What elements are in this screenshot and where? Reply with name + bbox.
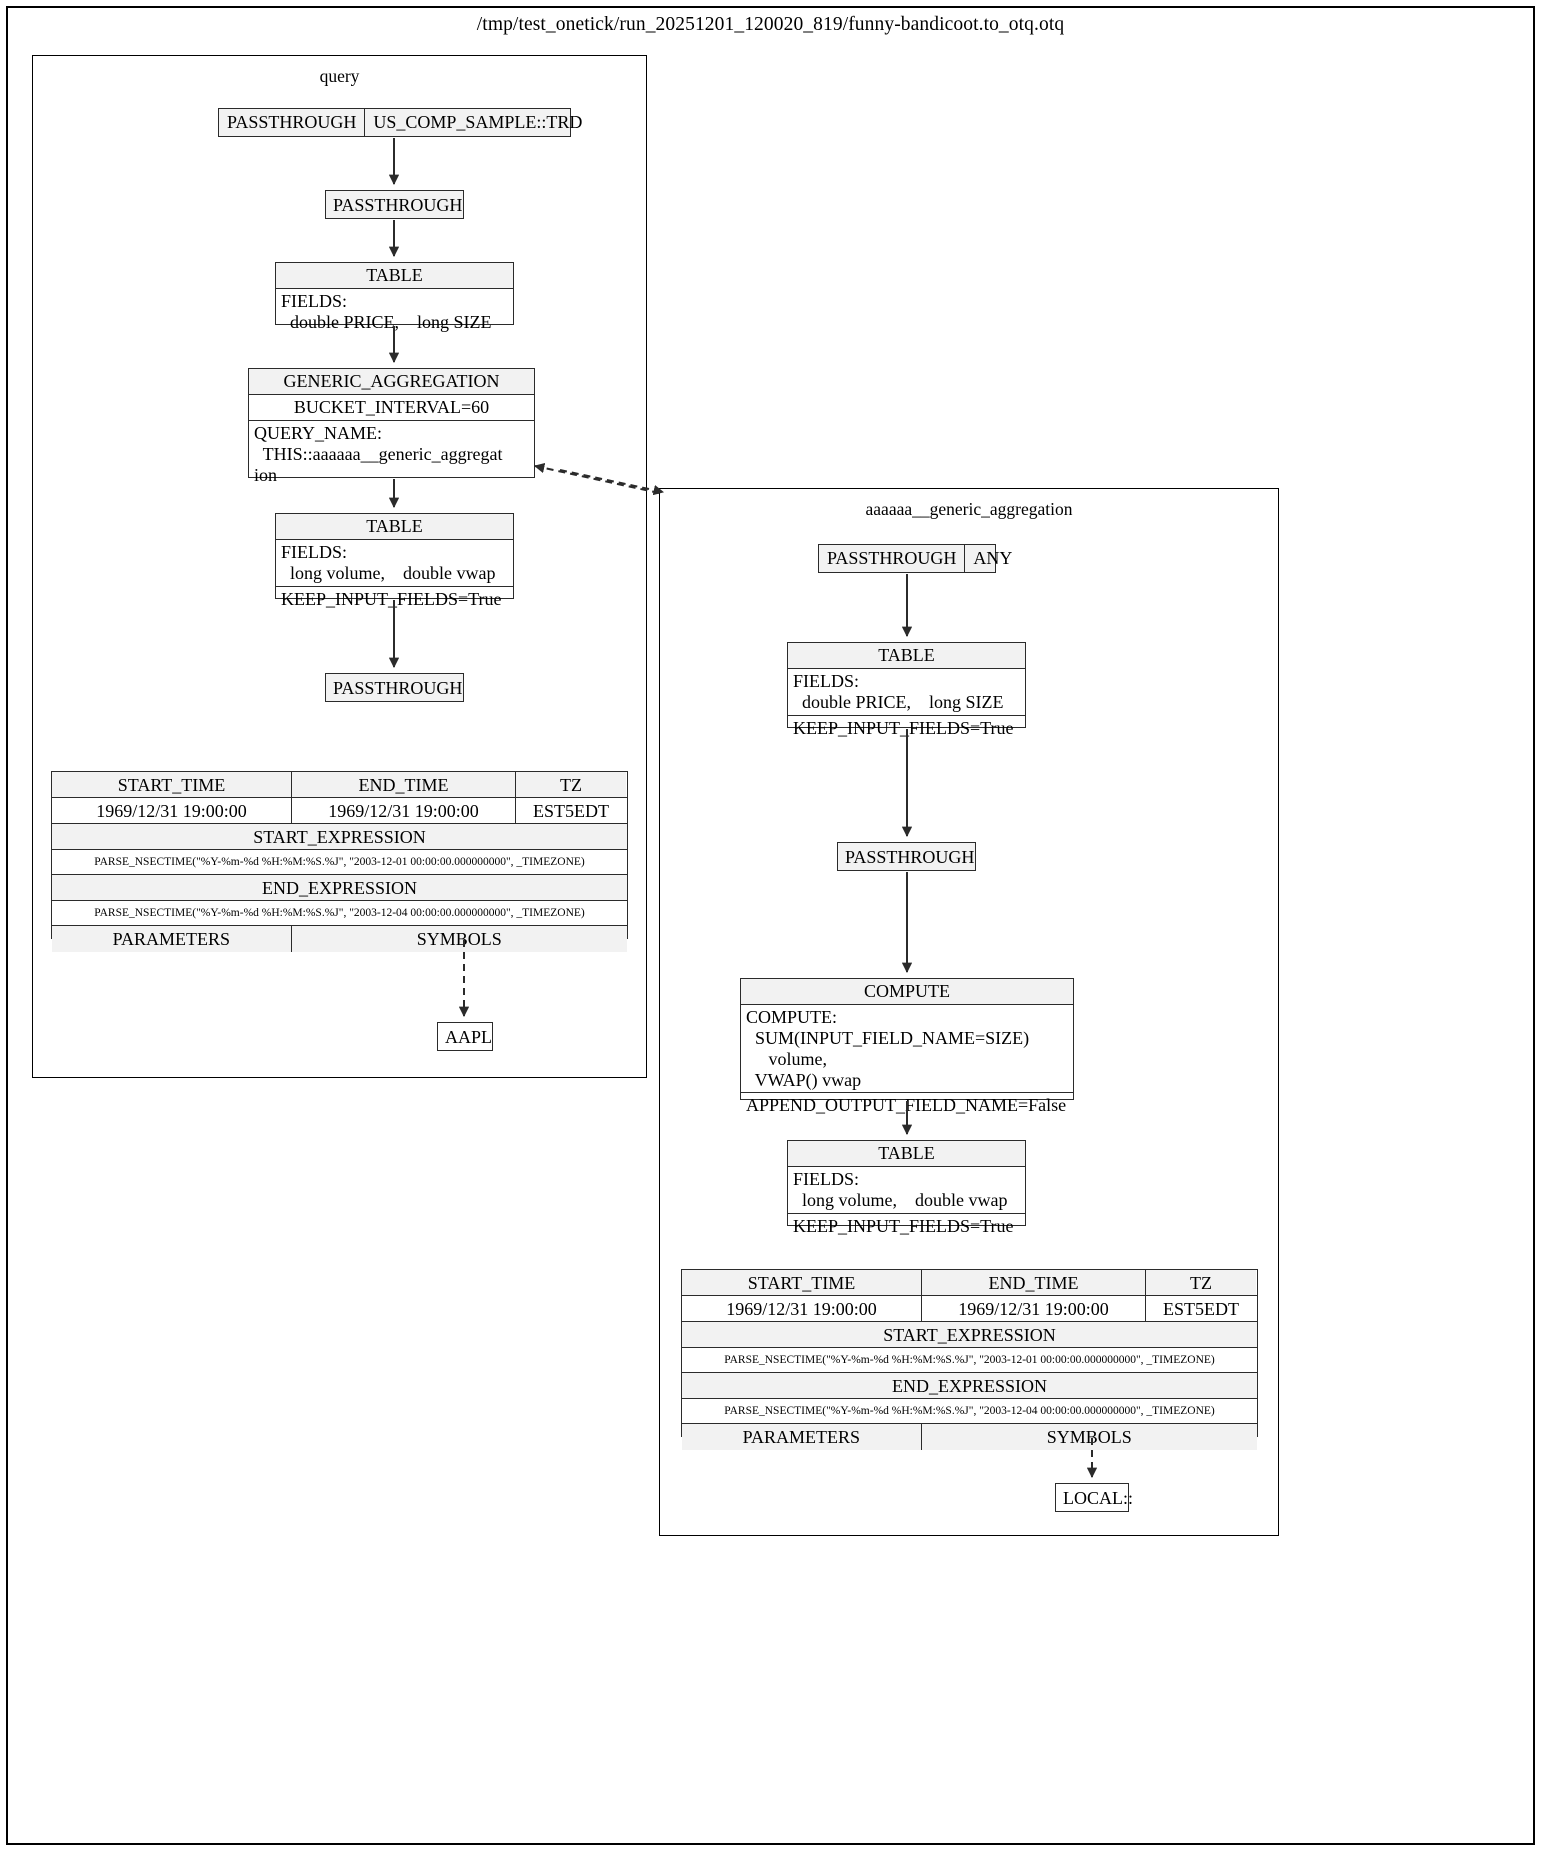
query-time-header-row: START_TIME END_TIME TZ [52,772,627,798]
aggregation-table-2-header: TABLE [788,1141,1025,1167]
aggregation-table-1-keep: KEEP_INPUT_FIELDS=True [793,717,1014,738]
query-table-2[interactable]: TABLE FIELDS: long volume, double vwap K… [275,513,514,609]
query-end-time-value: 1969/12/31 19:00:00 [292,798,516,823]
query-start-time-header: START_TIME [52,772,292,797]
query-source-node[interactable]: PASSTHROUGH US_COMP_SAMPLE::TRD [218,108,582,137]
aggregation-end-time-header: END_TIME [922,1270,1146,1295]
cluster-aggregation-label: aaaaaa__generic_aggregation [865,499,1073,519]
aggregation-tz-value: EST5EDT [1146,1296,1256,1321]
aggregation-table-1-fields: FIELDS: double PRICE, long SIZE [788,668,1025,716]
query-generic-aggregation-query-name: QUERY_NAME: THIS::aaaaaa__generic_aggreg… [254,422,503,485]
aggregation-time-value-row: 1969/12/31 19:00:00 1969/12/31 19:00:00 … [682,1296,1257,1322]
query-symbol-aapl[interactable]: AAPL [437,1022,493,1051]
aggregation-end-expression-label-row: END_EXPRESSION [682,1373,1257,1399]
query-passthrough-2[interactable]: PASSTHROUGH [325,673,464,702]
aggregation-time-header-row: START_TIME END_TIME TZ [682,1270,1257,1296]
aggregation-start-expression-label-row: START_EXPRESSION [682,1322,1257,1348]
query-tz-header: TZ [516,772,626,797]
aggregation-start-expression-value: PARSE_NSECTIME("%Y-%m-%d %H:%M:%S.%J", "… [682,1348,1257,1372]
aggregation-source-db: ANY [973,548,1013,568]
query-start-expression-row: PARSE_NSECTIME("%Y-%m-%d %H:%M:%S.%J", "… [52,850,627,875]
query-end-expression-row: PARSE_NSECTIME("%Y-%m-%d %H:%M:%S.%J", "… [52,901,627,926]
aggregation-source-op: PASSTHROUGH [819,545,966,572]
query-time-value-row: 1969/12/31 19:00:00 1969/12/31 19:00:00 … [52,798,627,824]
aggregation-start-time-value: 1969/12/31 19:00:00 [682,1296,922,1321]
query-generic-aggregation-bucket: BUCKET_INTERVAL=60 [249,394,534,421]
query-source-op: PASSTHROUGH [219,109,366,136]
query-table-1-header: TABLE [276,263,513,289]
aggregation-symbols-label: SYMBOLS [921,1424,1257,1450]
query-start-expression-value: PARSE_NSECTIME("%Y-%m-%d %H:%M:%S.%J", "… [52,850,627,874]
query-end-expression-value: PARSE_NSECTIME("%Y-%m-%d %H:%M:%S.%J", "… [52,901,627,925]
aggregation-table-2-fields: FIELDS: long volume, double vwap [788,1166,1025,1214]
query-end-expression-label-row: END_EXPRESSION [52,875,627,901]
query-end-time-header: END_TIME [292,772,516,797]
query-table-1-fields: FIELDS: double PRICE, long SIZE [281,290,492,332]
query-end-expression-label: END_EXPRESSION [52,875,627,900]
query-table-2-keep: KEEP_INPUT_FIELDS=True [281,588,502,609]
aggregation-passthrough-1[interactable]: PASSTHROUGH [837,842,976,871]
aggregation-start-expression-label: START_EXPRESSION [682,1322,1257,1347]
query-start-time-value: 1969/12/31 19:00:00 [52,798,292,823]
page-border [6,6,1535,1845]
query-time-table: START_TIME END_TIME TZ 1969/12/31 19:00:… [51,771,628,952]
aggregation-compute-append: APPEND_OUTPUT_FIELD_NAME=False [746,1095,1067,1116]
aggregation-time-table: START_TIME END_TIME TZ 1969/12/31 19:00:… [681,1269,1258,1450]
query-symbols-label: SYMBOLS [291,926,627,952]
aggregation-compute[interactable]: COMPUTE COMPUTE: SUM(INPUT_FIELD_NAME=SI… [740,978,1074,1115]
aggregation-start-time-header: START_TIME [682,1270,922,1295]
aggregation-table-1-header: TABLE [788,643,1025,669]
aggregation-table-2-keep: KEEP_INPUT_FIELDS=True [793,1215,1014,1236]
query-start-expression-label: START_EXPRESSION [52,824,627,849]
query-table-2-fields: FIELDS: long volume, double vwap [276,539,513,587]
aggregation-table-1[interactable]: TABLE FIELDS: double PRICE, long SIZE KE… [787,642,1026,738]
aggregation-end-time-value: 1969/12/31 19:00:00 [922,1296,1146,1321]
cluster-query-label: query [319,66,360,86]
aggregation-params-symbols-row: PARAMETERS SYMBOLS [682,1424,1257,1450]
aggregation-end-expression-row: PARSE_NSECTIME("%Y-%m-%d %H:%M:%S.%J", "… [682,1399,1257,1424]
aggregation-tz-header: TZ [1146,1270,1256,1295]
diagram-title: /tmp/test_onetick/run_20251201_120020_81… [476,14,1065,35]
query-passthrough-1[interactable]: PASSTHROUGH [325,190,464,219]
aggregation-symbol-local[interactable]: LOCAL:: [1055,1483,1133,1512]
query-source-db: US_COMP_SAMPLE::TRD [373,112,583,132]
query-params-symbols-row: PARAMETERS SYMBOLS [52,926,627,952]
query-generic-aggregation[interactable]: GENERIC_AGGREGATION BUCKET_INTERVAL=60 Q… [248,368,535,485]
aggregation-table-2[interactable]: TABLE FIELDS: long volume, double vwap K… [787,1140,1026,1236]
aggregation-end-expression-label: END_EXPRESSION [682,1373,1257,1398]
aggregation-source-node[interactable]: PASSTHROUGH ANY [818,544,1012,573]
query-table-1[interactable]: TABLE FIELDS: double PRICE, long SIZE [275,262,514,332]
aggregation-compute-body: COMPUTE: SUM(INPUT_FIELD_NAME=SIZE) volu… [741,1004,1073,1094]
query-start-expression-label-row: START_EXPRESSION [52,824,627,850]
aggregation-parameters-label: PARAMETERS [682,1424,922,1450]
query-tz-value: EST5EDT [516,798,626,823]
query-parameters-label: PARAMETERS [52,926,292,952]
query-generic-aggregation-header: GENERIC_AGGREGATION [249,369,534,395]
aggregation-start-expression-row: PARSE_NSECTIME("%Y-%m-%d %H:%M:%S.%J", "… [682,1348,1257,1373]
aggregation-compute-header: COMPUTE [741,979,1073,1005]
query-table-2-header: TABLE [276,514,513,540]
aggregation-end-expression-value: PARSE_NSECTIME("%Y-%m-%d %H:%M:%S.%J", "… [682,1399,1257,1423]
